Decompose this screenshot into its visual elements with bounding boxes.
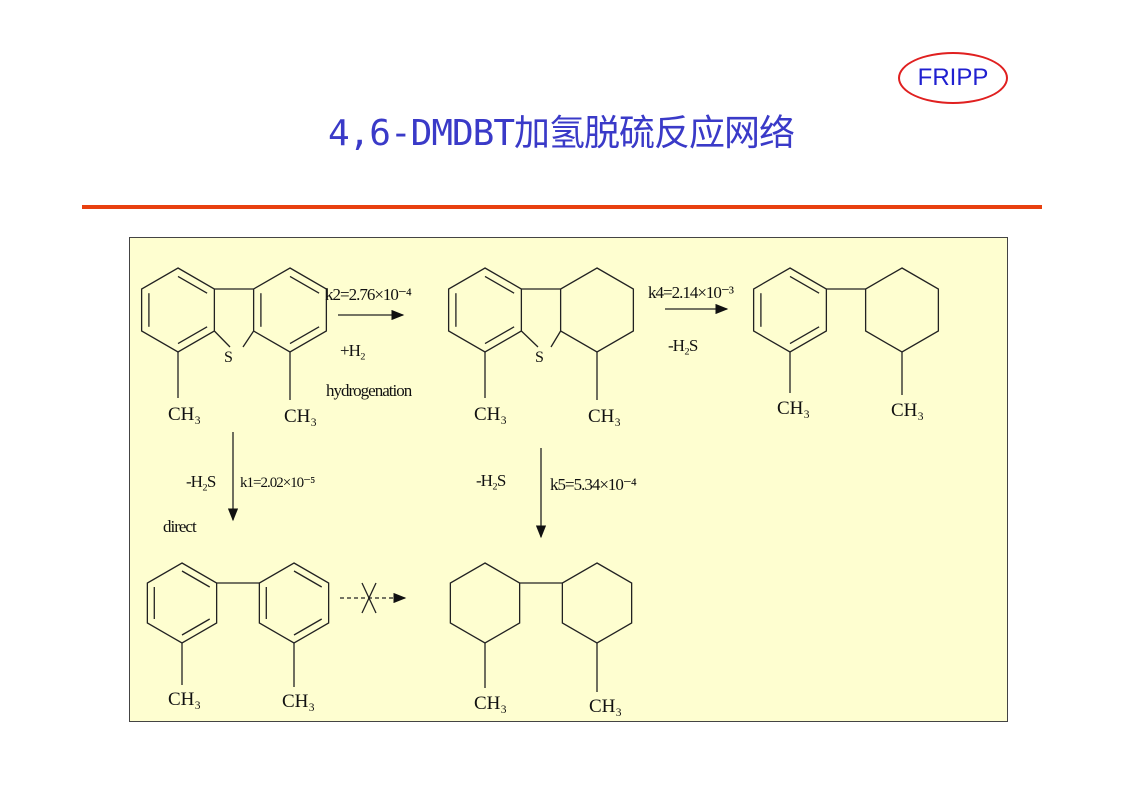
k5-reagent-label: -H₂S bbox=[476, 471, 506, 490]
cyclohexane-ring bbox=[561, 562, 633, 644]
c-s-bond bbox=[242, 330, 255, 348]
k4-rate-label: k4=2.14×10⁻³ bbox=[648, 283, 734, 302]
k2-rate-label: k2=2.76×10⁻⁴ bbox=[325, 285, 412, 304]
aromatic-ring bbox=[146, 562, 218, 644]
methyl-label: CH₃ bbox=[588, 406, 621, 427]
methyl-label: CH₃ bbox=[891, 400, 924, 421]
double-bond bbox=[181, 570, 211, 588]
k4-reagent-label: -H₂S bbox=[668, 336, 698, 355]
dds-reagent-label: -H₂S bbox=[186, 472, 216, 491]
title-divider bbox=[82, 205, 1042, 209]
cyclohexane-ring bbox=[449, 562, 521, 644]
methyl-label: CH₃ bbox=[474, 693, 507, 714]
aromatic-ring bbox=[140, 267, 216, 353]
reaction-network-panel bbox=[129, 237, 1008, 722]
c-s-bond bbox=[550, 330, 562, 348]
aromatic-ring bbox=[258, 562, 330, 644]
methyl-label: CH₃ bbox=[777, 398, 810, 419]
blocked-x-icon bbox=[361, 582, 377, 614]
aromatic-ring bbox=[752, 267, 828, 353]
double-bond bbox=[484, 275, 515, 294]
methyl-label: CH₃ bbox=[589, 696, 622, 717]
direct-label: direct bbox=[163, 517, 197, 536]
double-bond bbox=[177, 275, 208, 294]
sulfur-label: S bbox=[224, 349, 233, 366]
c-s-bond bbox=[213, 330, 231, 348]
cyclohexane-ring bbox=[864, 267, 940, 353]
double-bond bbox=[484, 326, 515, 345]
double-bond bbox=[293, 570, 323, 588]
double-bond bbox=[289, 326, 320, 345]
hydrogenation-label: hydrogenation bbox=[326, 381, 413, 400]
double-bond bbox=[177, 326, 208, 345]
methyl-label: CH₃ bbox=[284, 406, 317, 427]
cyclohexane-ring bbox=[559, 267, 635, 353]
methyl-label: CH₃ bbox=[168, 689, 201, 710]
aromatic-ring bbox=[447, 267, 523, 353]
fripp-logo: FRIPP bbox=[898, 52, 1008, 104]
double-bond bbox=[181, 618, 211, 636]
k1-rate-label: k1=2.02×10⁻⁵ bbox=[240, 475, 315, 491]
methyl-label: CH₃ bbox=[168, 404, 201, 425]
c-s-bond bbox=[520, 330, 539, 348]
methyl-label: CH₃ bbox=[474, 404, 507, 425]
double-bond bbox=[789, 275, 820, 294]
methyl-label: CH₃ bbox=[282, 691, 315, 712]
double-bond bbox=[789, 326, 820, 345]
page-title: 4,6-DMDBT加氢脱硫反应网络 bbox=[327, 113, 795, 154]
k5-rate-label: k5=5.34×10⁻⁴ bbox=[550, 475, 637, 494]
h2-reagent-label: +H₂ bbox=[340, 341, 365, 360]
double-bond bbox=[293, 618, 323, 636]
aromatic-ring bbox=[252, 267, 328, 353]
double-bond bbox=[289, 275, 320, 294]
sulfur-label: S bbox=[535, 349, 544, 366]
